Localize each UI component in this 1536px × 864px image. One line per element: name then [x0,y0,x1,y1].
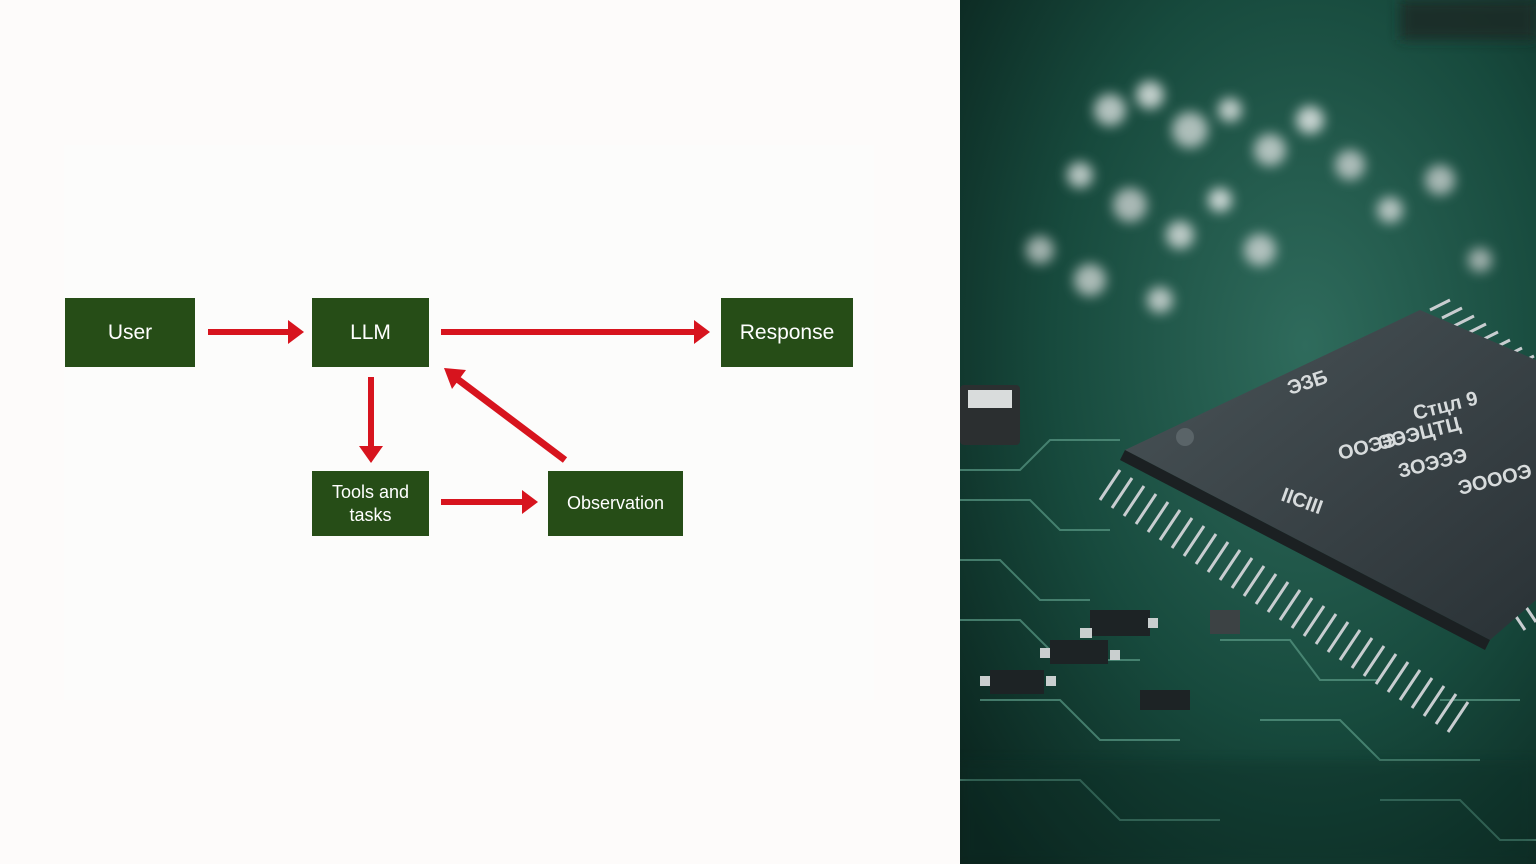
bokeh-components [1026,0,1536,313]
chip-pins [1098,298,1536,733]
diagram-canvas [64,145,874,700]
node-tools-and-tasks: Tools and tasks [312,471,429,536]
circuit-board-photo: ЭЗБ Стцл 9 ЭЭЭЦТЦ ООЭЭ ЗОЭЭЭ ІІСІІІ ЭООО… [960,0,1536,864]
microchip: ЭЗБ Стцл 9 ЭЭЭЦТЦ ООЭЭ ЗОЭЭЭ ІІСІІІ ЭООО… [1120,310,1536,650]
node-user: User [65,298,195,367]
node-response: Response [721,298,853,367]
smd-components [960,385,1240,710]
node-observation: Observation [548,471,683,536]
circuit-board-image: ЭЗБ Стцл 9 ЭЭЭЦТЦ ООЭЭ ЗОЭЭЭ ІІСІІІ ЭООО… [960,0,1536,864]
node-llm: LLM [312,298,429,367]
diagram-panel: User LLM Response Tools and tasks Observ… [64,145,874,700]
